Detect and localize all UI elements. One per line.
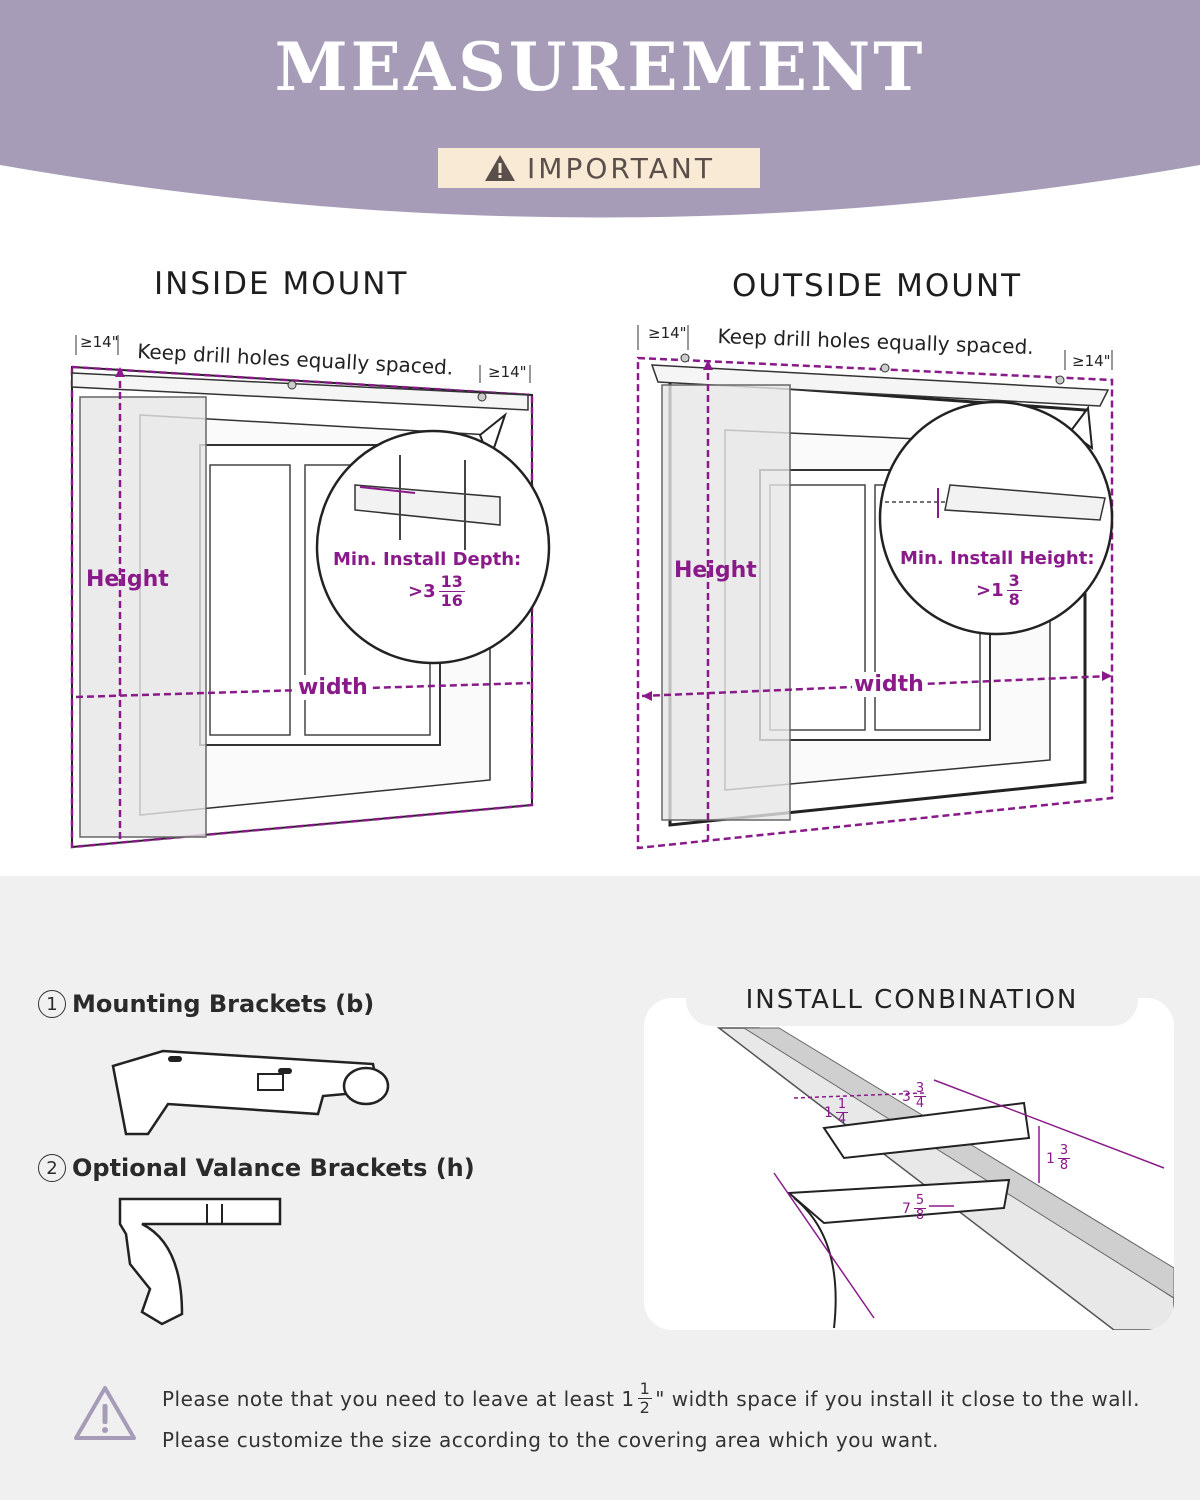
mounting-brackets-label: Mounting Brackets (b) (72, 990, 375, 1018)
inside-callout-prefix: >3 (408, 581, 436, 602)
valance-bracket-illustration (118, 1197, 282, 1326)
note-line-1-post: " width space if you install it close to… (655, 1386, 1140, 1411)
warning-icon (74, 1386, 136, 1440)
inside-left-spacing: ≥14" (80, 333, 119, 351)
inside-callout-num: 13 (438, 572, 465, 592)
mounting-brackets-title: 1 Mounting Brackets (b) (38, 990, 374, 1018)
dim-d-whole: 7 (902, 1200, 911, 1217)
inside-mount-title: INSIDE MOUNT (154, 266, 409, 302)
dim-b-den: 4 (915, 1096, 925, 1111)
dim-a-whole: 1 (824, 1104, 833, 1121)
outside-left-spacing: ≥14" (648, 324, 687, 342)
install-combination-drawing (716, 1027, 1174, 1330)
outside-callout-label: Min. Install Height: (900, 548, 1095, 569)
dim-d-num: 5 (913, 1193, 927, 1209)
inside-height-label: Height (86, 567, 169, 592)
important-label: IMPORTANT (527, 151, 715, 185)
note-frac-den: 2 (639, 1398, 651, 1417)
inside-mount-drawing (70, 335, 551, 849)
note-line-2: Please customize the size according to t… (162, 1428, 939, 1452)
dim-b-whole: 3 (902, 1088, 911, 1105)
dim-a-num: 1 (835, 1097, 849, 1113)
dim-c-num: 3 (1057, 1143, 1071, 1159)
item-number-1: 1 (38, 990, 66, 1018)
valance-brackets-title: 2 Optional Valance Brackets (h) (38, 1154, 475, 1182)
note-line-1: Please note that you need to leave at le… (162, 1380, 1140, 1417)
install-combination-title: INSTALL CONBINATION (686, 974, 1138, 1026)
dim-d-den: 8 (915, 1208, 925, 1223)
outside-height-label: Height (674, 558, 757, 583)
warning-icon (485, 155, 516, 181)
outside-callout-num: 3 (1006, 571, 1022, 591)
inside-callout-den: 16 (440, 591, 463, 610)
dim-b-num: 3 (913, 1081, 927, 1097)
dim-c-whole: 1 (1046, 1150, 1055, 1167)
inside-mount-diagram: ≥14" Keep drill holes equally spaced. ≥1… (60, 325, 580, 855)
outside-right-spacing: ≥14" (1072, 352, 1111, 370)
outside-mount-diagram: ≥14" Keep drill holes equally spaced. ≥1… (630, 320, 1130, 855)
inside-callout-label: Min. Install Depth: (333, 549, 522, 570)
valance-brackets-label: Optional Valance Brackets (h) (72, 1154, 475, 1182)
outside-mount-drawing (636, 325, 1114, 850)
outside-mount-title: OUTSIDE MOUNT (732, 268, 1023, 304)
inside-right-spacing: ≥14" (488, 363, 527, 381)
outside-callout-prefix: >1 (976, 580, 1004, 601)
note-frac-num: 1 (637, 1379, 653, 1399)
note-line-1-pre: Please note that you need to leave at le… (162, 1386, 635, 1411)
item-number-2: 2 (38, 1154, 66, 1182)
outside-callout-den: 8 (1008, 590, 1020, 609)
outside-width-label: width (852, 672, 926, 697)
page-title: MEASUREMENT (274, 28, 926, 106)
dim-a-den: 4 (837, 1112, 847, 1127)
dim-c-den: 8 (1059, 1158, 1069, 1173)
inside-width-label: width (296, 675, 370, 700)
header-background (0, 0, 1200, 218)
mounting-bracket-illustration (111, 1049, 390, 1136)
header-banner: MEASUREMENT IMPORTANT (0, 0, 1200, 230)
important-badge: IMPORTANT (438, 148, 760, 188)
